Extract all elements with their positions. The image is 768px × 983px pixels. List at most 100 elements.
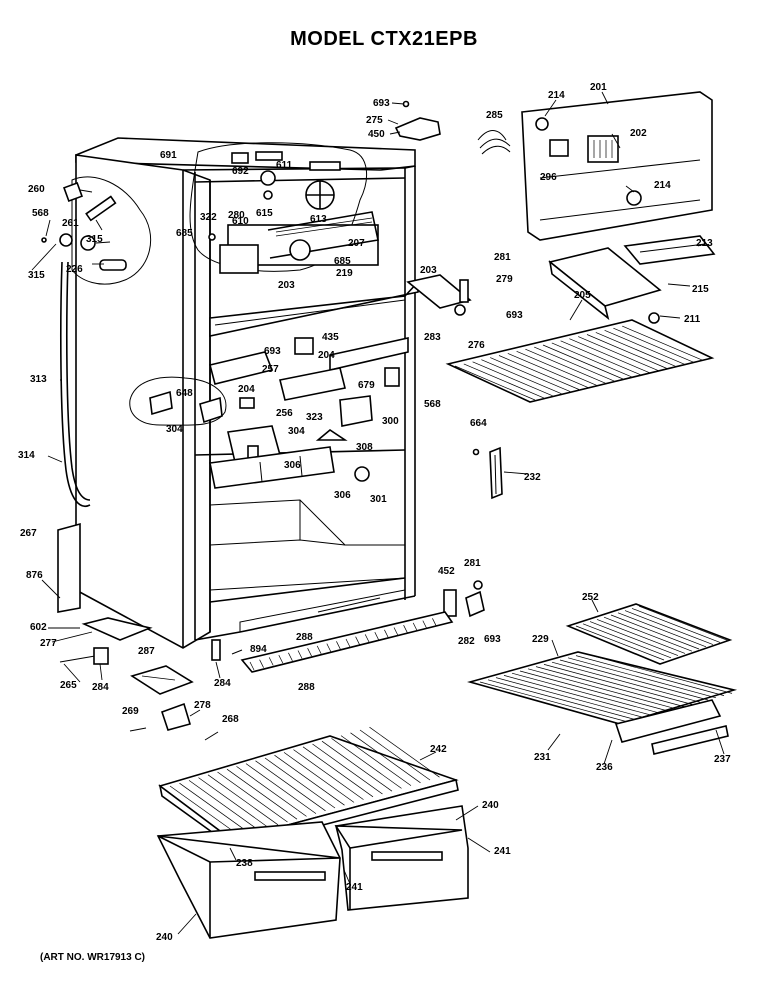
- part-label-236: 236: [596, 762, 613, 773]
- part-label-269: 269: [122, 706, 139, 717]
- part-label-240: 240: [482, 800, 499, 811]
- part-label-284: 284: [92, 682, 109, 693]
- part-label-238: 238: [236, 858, 253, 869]
- part-label-207: 207: [348, 238, 365, 249]
- part-label-213: 213: [696, 238, 713, 249]
- part-label-450: 450: [368, 129, 385, 140]
- part-label-204: 204: [318, 350, 335, 361]
- part-label-648: 648: [176, 388, 193, 399]
- part-label-308: 308: [356, 442, 373, 453]
- part-label-664: 664: [470, 418, 487, 429]
- part-label-211: 211: [684, 314, 701, 325]
- part-label-435: 435: [322, 332, 339, 343]
- model-title: MODEL CTX21EPB: [290, 28, 478, 50]
- part-label-301: 301: [370, 494, 387, 505]
- part-label-281: 281: [464, 558, 481, 569]
- drain-tube: [60, 261, 91, 507]
- part-label-452: 452: [438, 566, 455, 577]
- part-label-201: 201: [590, 82, 607, 93]
- part-label-306: 306: [284, 460, 301, 471]
- part-label-284: 284: [214, 678, 231, 689]
- part-label-277: 277: [40, 638, 57, 649]
- part-label-202: 202: [630, 128, 647, 139]
- part-label-313: 313: [30, 374, 47, 385]
- part-label-232: 232: [524, 472, 541, 483]
- leader-lines: [31, 91, 725, 935]
- crisper-drawer-right: [334, 805, 469, 911]
- part-label-693: 693: [506, 310, 523, 321]
- part-label-268: 268: [222, 714, 239, 725]
- part-label-693: 693: [484, 634, 501, 645]
- part-label-287: 287: [138, 646, 155, 657]
- part-label-315: 315: [86, 234, 103, 245]
- part-label-257: 257: [262, 364, 279, 375]
- part-label-203: 203: [420, 265, 437, 276]
- part-label-280: 280: [228, 210, 245, 221]
- part-label-241: 241: [494, 846, 511, 857]
- glass-shelf-229: [467, 651, 738, 725]
- part-label-315: 315: [28, 270, 45, 281]
- part-number-labels: 6932754502852142012026916926112962142602…: [18, 82, 731, 943]
- part-label-229: 229: [532, 634, 549, 645]
- part-label-568: 568: [32, 208, 49, 219]
- part-label-679: 679: [358, 380, 375, 391]
- hinge-bracket-275: [394, 100, 441, 141]
- shelf-ladder-232: [489, 446, 503, 500]
- part-label-237: 237: [714, 754, 731, 765]
- part-label-279: 279: [496, 274, 513, 285]
- part-label-252: 252: [582, 592, 599, 603]
- part-label-265: 265: [60, 680, 77, 691]
- part-label-894: 894: [250, 644, 267, 655]
- part-label-304: 304: [166, 424, 183, 435]
- part-label-685: 685: [176, 228, 193, 239]
- part-label-693: 693: [373, 98, 390, 109]
- part-label-242: 242: [430, 744, 447, 755]
- part-label-260: 260: [28, 184, 45, 195]
- part-label-693: 693: [264, 346, 281, 357]
- part-label-281: 281: [494, 252, 511, 263]
- lamp-rack-213: [623, 235, 716, 265]
- part-label-278: 278: [194, 700, 211, 711]
- part-label-322: 322: [200, 212, 217, 223]
- part-label-613: 613: [310, 214, 327, 225]
- part-label-692: 692: [232, 166, 249, 177]
- part-label-231: 231: [534, 752, 551, 763]
- part-label-215: 215: [692, 284, 709, 295]
- part-label-691: 691: [160, 150, 177, 161]
- part-label-314: 314: [18, 450, 35, 461]
- part-label-285: 285: [486, 110, 503, 121]
- crisper-cover-242: [158, 726, 459, 850]
- crisper-drawer-left: [156, 821, 341, 939]
- lower-small-parts: [57, 522, 221, 741]
- part-label-226: 226: [66, 264, 83, 275]
- part-label-288: 288: [296, 632, 313, 643]
- part-label-306: 306: [334, 490, 351, 501]
- part-label-275: 275: [366, 115, 383, 126]
- part-label-611: 611: [276, 160, 293, 171]
- part-label-288: 288: [298, 682, 315, 693]
- part-label-205: 205: [574, 290, 591, 301]
- part-label-323: 323: [306, 412, 323, 423]
- part-label-282: 282: [458, 636, 475, 647]
- control-panel-201: [521, 91, 713, 241]
- part-label-615: 615: [256, 208, 273, 219]
- wire-shelf-205: [445, 319, 715, 403]
- crisper-pan-215: [548, 247, 662, 321]
- cross-rails: [149, 274, 472, 489]
- part-label-267: 267: [20, 528, 37, 539]
- part-label-261: 261: [62, 218, 79, 229]
- part-label-214: 214: [548, 90, 565, 101]
- drawer-236: [614, 699, 729, 755]
- control-housing: [189, 142, 379, 274]
- art-number: (ART NO. WR17913 C): [40, 952, 146, 963]
- part-label-602: 602: [30, 622, 47, 633]
- part-label-300: 300: [382, 416, 399, 427]
- refrigerator-cabinet: [75, 137, 416, 649]
- part-label-610: 610: [232, 216, 249, 227]
- glass-shelf-252: [565, 603, 733, 665]
- part-label-240: 240: [156, 932, 173, 943]
- part-label-276: 276: [468, 340, 485, 351]
- part-label-203: 203: [278, 280, 295, 291]
- part-label-214: 214: [654, 180, 671, 191]
